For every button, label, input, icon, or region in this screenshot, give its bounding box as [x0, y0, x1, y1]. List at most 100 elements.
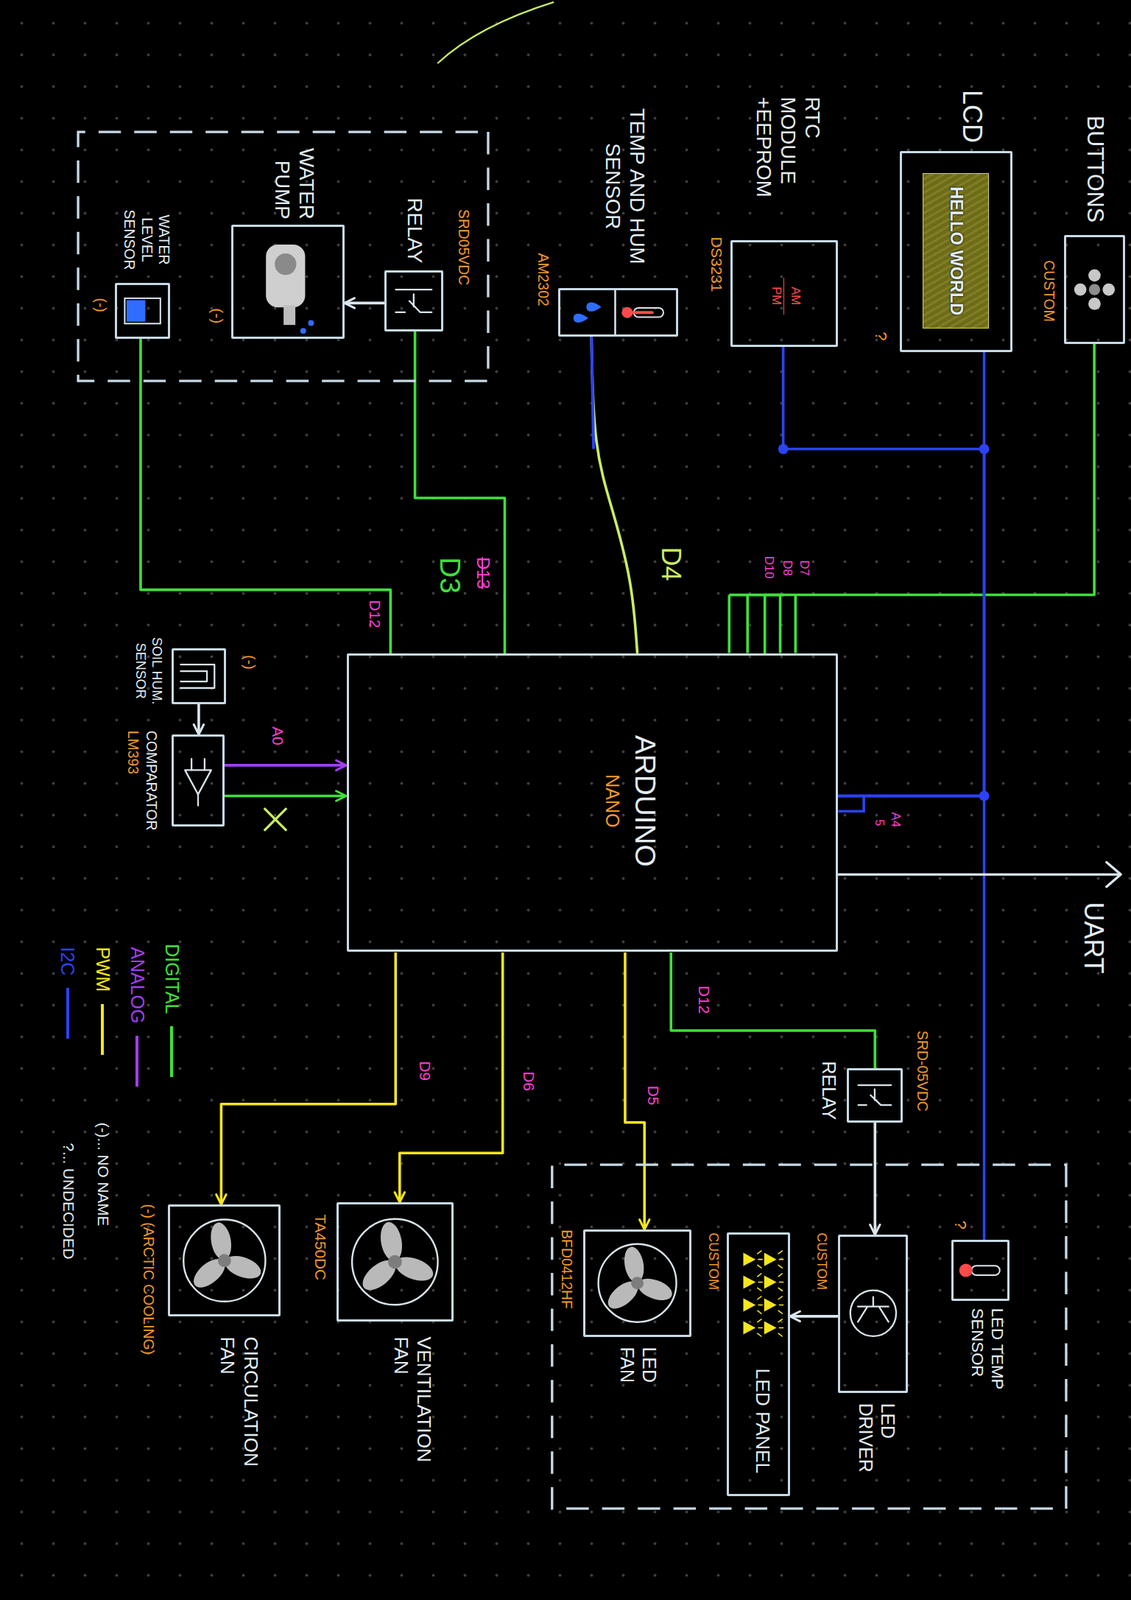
led-panel: CUSTOMLED PANEL — [726, 1231, 791, 1496]
node-label: SRD-05VDC — [913, 1030, 931, 1163]
node-label: LED FAN — [615, 1346, 660, 1408]
node-label: (-) (ARCTIC COOLING) — [139, 1203, 157, 1439]
legend-item: ?... UNDECIDED — [59, 1142, 78, 1259]
legend-swatch — [66, 987, 70, 1039]
pin-label: A4 — [888, 812, 903, 827]
node-label: TEMP AND HUM SENSOR — [600, 97, 650, 276]
fan-icon — [338, 1203, 452, 1319]
pin-label: D5 — [644, 1085, 662, 1106]
node-label: LCD — [956, 50, 989, 143]
soil-sensor: (-)SOIL HUM. SENSOR — [171, 647, 227, 704]
node-label: COMPARATOR — [142, 730, 160, 853]
pin-label: D6 — [519, 1070, 538, 1091]
node-label: CIRCULATION FAN — [215, 1336, 263, 1490]
legend-label: DIGITAL — [161, 943, 183, 1014]
legend-label: ?... UNDECIDED — [59, 1142, 78, 1259]
node-label: BFD0412HF — [558, 1228, 576, 1341]
signal-wire — [874, 1121, 877, 1235]
lcd-display: LCDHELLO WORLD? — [899, 150, 1014, 352]
temphum-icon — [560, 290, 676, 335]
node-label: CUSTOM — [1040, 259, 1058, 342]
pin-label: D8 — [780, 559, 795, 576]
microcontroller: ARDUINONANO — [346, 653, 839, 953]
display-text: HELLO WORLD — [922, 173, 989, 329]
water-group: RELAYSRD05VDCWATER PUMP(-)WATER LEVEL SE… — [76, 130, 490, 383]
legend-item: (-)... NO NAME — [94, 1122, 112, 1226]
relay-icon — [848, 1069, 901, 1120]
signal-wire — [783, 346, 985, 796]
node-label: DS3231 — [706, 236, 726, 339]
junction-dot — [979, 444, 990, 455]
legend-label: I2C — [57, 946, 79, 975]
node-label: SOIL HUM. SENSOR — [132, 622, 165, 720]
node-label: VENTILATION FAN — [388, 1336, 436, 1490]
relay-icon — [386, 272, 442, 330]
button-pad: BUTTONSCUSTOM — [1063, 234, 1126, 344]
sensor-wire — [591, 336, 594, 449]
node-label: CUSTOM — [705, 1231, 722, 1304]
cross-out-mark — [264, 807, 287, 830]
dpad-icon — [1066, 237, 1123, 342]
signal-wire — [399, 952, 503, 1202]
signal-wire — [765, 343, 1095, 654]
node-label: LED PANEL — [751, 1351, 775, 1489]
node-label: ? — [950, 1220, 971, 1237]
comp-icon — [173, 736, 223, 824]
led-fan: BFD0412HFLED FAN — [583, 1228, 692, 1336]
pin-label: D7 — [797, 559, 812, 576]
junction-dot — [979, 790, 990, 802]
junction-dot — [778, 444, 789, 455]
signal-wire — [344, 301, 386, 305]
stray-stroke — [437, 2, 554, 64]
node-label: LED TEMP SENSOR — [967, 1307, 1007, 1405]
node-label: WATER LEVEL SENSOR — [120, 203, 173, 276]
thermo-icon — [953, 1241, 1008, 1299]
circulation-fan: (-) (ARCTIC COOLING)CIRCULATION FAN — [167, 1203, 280, 1316]
node-label: NANO — [600, 754, 623, 847]
signal-wire — [837, 351, 985, 796]
pin-label: D12 — [365, 600, 384, 629]
pin-label: 5 — [871, 818, 886, 826]
node-label: TA450DC — [310, 1213, 330, 1316]
led-group: ?LED TEMP SENSORCUSTOMLED DRIVERCUSTOMLE… — [550, 1162, 1068, 1510]
node-label: RELAY — [817, 1061, 840, 1143]
legend-item: PWM — [92, 946, 114, 1055]
node-label: CUSTOM — [812, 1231, 830, 1304]
relay-module: SRD-05VDCRELAY — [846, 1067, 903, 1122]
pin-label: D3 — [432, 556, 467, 594]
legend-swatch — [170, 1025, 174, 1077]
signal-wire — [224, 763, 347, 767]
level-icon — [117, 284, 168, 337]
led-temp-sensor: ?LED TEMP SENSOR — [951, 1239, 1010, 1301]
pin-label: D4 — [656, 546, 687, 581]
temp-hum-sensor: TEMP AND HUM SENSORAM2302 — [558, 287, 679, 337]
node-label: RTC MODULE +EEPROM — [751, 97, 826, 212]
legend-label: ANALOG — [126, 946, 149, 1023]
node-label: (-) — [92, 297, 109, 329]
signal-wire — [625, 952, 645, 1229]
ventilation-fan: TA450DCVENTILATION FAN — [336, 1201, 454, 1321]
pin-label: D13 — [472, 556, 493, 589]
signal-wire — [670, 952, 875, 1068]
pump-icon — [233, 226, 343, 337]
node-label: BUTTONS — [1081, 89, 1109, 223]
rtc-module: RTC MODULE +EEPROMAMPMDS3231 — [730, 240, 839, 347]
legend-label: (-)... NO NAME — [94, 1122, 112, 1226]
fan-icon — [585, 1231, 690, 1334]
signal-wire — [591, 336, 637, 654]
node-label: ? — [871, 331, 891, 352]
pin-label: UART — [1077, 902, 1109, 974]
legend-label: PWM — [92, 946, 114, 992]
uart-arrow — [837, 861, 1121, 886]
node-label: (-) — [207, 307, 227, 339]
comparator: COMPARATORLM393 — [171, 734, 225, 827]
led-driver: CUSTOMLED DRIVER — [837, 1234, 908, 1393]
node-label: ARDUINO — [627, 714, 662, 888]
legend-swatch — [100, 1003, 104, 1055]
node-label: AM2302 — [534, 253, 552, 336]
signal-wire — [140, 337, 391, 654]
